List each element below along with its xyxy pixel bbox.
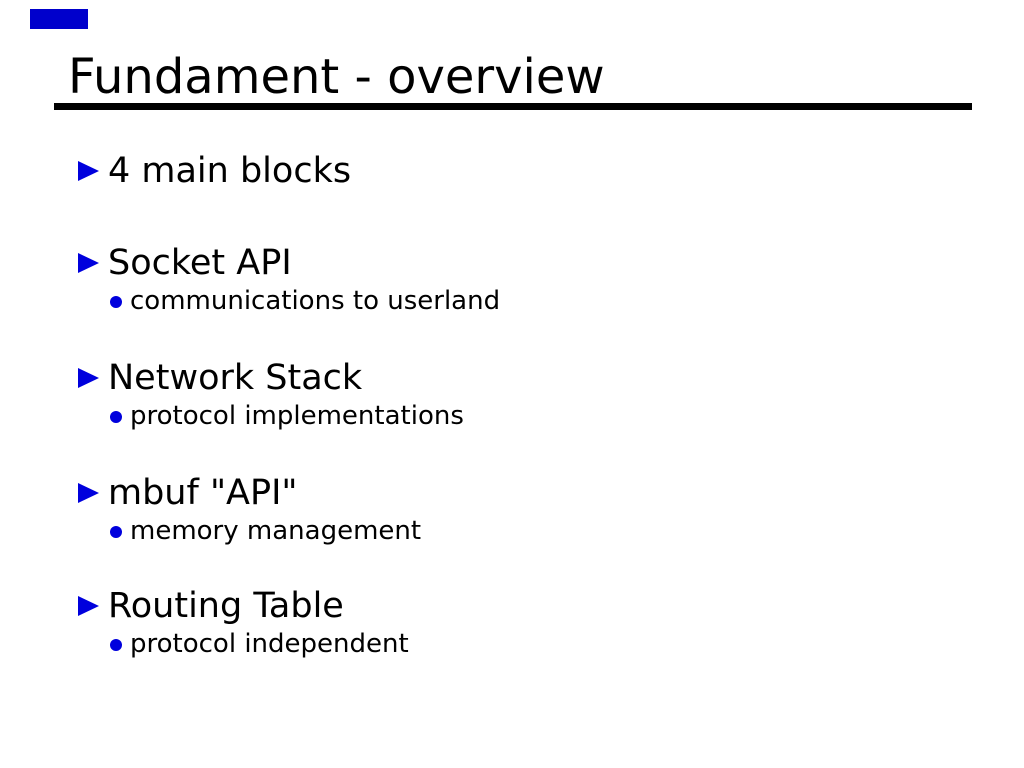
bullet-group: mbuf "API" memory management <box>78 472 421 547</box>
sub-bullet-label: communications to userland <box>130 286 501 316</box>
bullet-group: Socket API communications to userland <box>78 242 500 317</box>
sub-bullet-item: protocol independent <box>110 629 409 660</box>
bullet-label: Routing Table <box>108 586 344 626</box>
bullet-item: 4 main blocks <box>78 150 351 192</box>
triangle-bullet-icon <box>78 483 99 503</box>
triangle-bullet-icon <box>78 368 99 388</box>
triangle-bullet-icon <box>78 253 99 273</box>
triangle-bullet-icon <box>78 161 99 181</box>
bullet-group: 4 main blocks <box>78 150 351 192</box>
bullet-group: Network Stack protocol implementations <box>78 357 464 432</box>
bullet-label: Socket API <box>108 243 292 283</box>
bullet-group: Routing Table protocol independent <box>78 585 409 660</box>
title-underline <box>54 103 972 110</box>
sub-bullet-item: communications to userland <box>110 286 500 317</box>
slide-title: Fundament - overview <box>68 49 605 105</box>
sub-bullet-item: memory management <box>110 516 421 547</box>
bullet-item: Network Stack <box>78 357 464 399</box>
dot-bullet-icon <box>110 410 122 423</box>
dot-bullet-icon <box>110 295 122 308</box>
bullet-item: Socket API <box>78 242 500 284</box>
bullet-label: mbuf "API" <box>108 473 298 513</box>
sub-bullet-item: protocol implementations <box>110 401 464 432</box>
dot-bullet-icon <box>110 638 122 651</box>
triangle-bullet-icon <box>78 596 99 616</box>
bullet-label: 4 main blocks <box>108 151 352 191</box>
bullet-label: Network Stack <box>108 358 363 398</box>
bullet-item: Routing Table <box>78 585 409 627</box>
corner-marker <box>30 9 88 29</box>
bullet-item: mbuf "API" <box>78 472 421 514</box>
dot-bullet-icon <box>110 525 122 538</box>
sub-bullet-label: protocol independent <box>130 629 409 659</box>
sub-bullet-label: protocol implementations <box>130 401 464 431</box>
sub-bullet-label: memory management <box>130 516 422 546</box>
